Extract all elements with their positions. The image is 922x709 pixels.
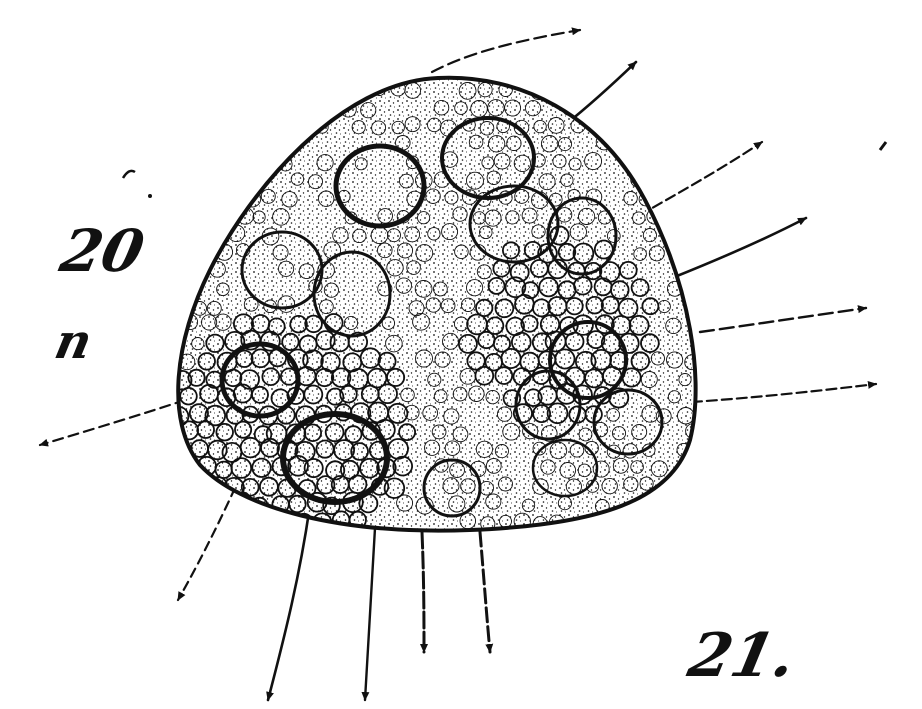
reference-label-21: 21.	[684, 626, 801, 686]
reticulum-cell	[639, 155, 655, 171]
reticulum-cell	[684, 463, 699, 478]
arrow-top-1	[432, 30, 580, 72]
reticulum-cell	[317, 84, 330, 97]
reticulum-cell	[182, 101, 198, 117]
reticulum-cell	[174, 512, 189, 527]
cell-body	[170, 78, 703, 533]
reticulum-cell	[216, 496, 235, 515]
reticulum-cell	[246, 82, 259, 95]
reticulum-cell	[621, 117, 637, 133]
reticulum-cell	[174, 261, 189, 276]
reticulum-cell	[199, 208, 213, 222]
reticulum-cell	[234, 135, 251, 152]
reticulum-cell	[217, 209, 230, 222]
reticulum-cell	[172, 193, 186, 207]
reticulum-cell	[211, 84, 224, 97]
reticulum-cell	[683, 496, 698, 511]
reticulum-cell	[661, 157, 673, 169]
reticulum-cell	[182, 173, 195, 186]
reticulum-cell	[246, 153, 260, 167]
reticulum-cell	[199, 138, 211, 150]
reticulum-cell	[174, 478, 190, 494]
reticulum-cell	[180, 462, 197, 479]
reticulum-cell	[228, 514, 245, 531]
arrow-right-4	[692, 384, 876, 402]
reticulum-cell	[261, 117, 275, 131]
reticulum-cell	[676, 120, 689, 133]
reticulum-cell	[229, 156, 243, 170]
reticulum-cell	[667, 104, 679, 116]
reticulum-cell	[174, 118, 189, 133]
reticulum-cell	[225, 118, 238, 131]
reticulum-cell	[674, 514, 690, 530]
reticulum-cell	[623, 84, 635, 96]
arrow-right-3	[700, 308, 866, 332]
reticulum-cell	[686, 134, 702, 150]
reticulum-cell	[307, 99, 319, 111]
arrow-bottom-2	[365, 528, 375, 700]
arrow-bottom-1	[268, 505, 310, 700]
reticulum-cell	[208, 118, 223, 133]
reticulum-cell	[658, 80, 674, 96]
reticulum-cell	[649, 497, 662, 510]
reticulum-cell	[237, 103, 250, 116]
arrow-left-2	[178, 488, 235, 600]
reticulum-cell	[660, 514, 674, 528]
reticulum-cell	[334, 86, 347, 99]
reticulum-cell	[299, 119, 311, 131]
reticulum-cell	[642, 515, 656, 529]
reticulum-cell	[273, 139, 289, 155]
reticulum-cell	[326, 99, 340, 113]
reticulum-cell	[687, 244, 702, 259]
reticulum-cell	[200, 494, 218, 512]
reticulum-cell	[191, 84, 203, 96]
arrow-bottom-4	[480, 532, 490, 652]
reticulum-cell	[280, 86, 293, 99]
arrow-bottom-3	[422, 532, 424, 652]
reticulum-cell	[630, 137, 644, 151]
reticulum-cell	[634, 500, 648, 514]
arrow-right-2	[672, 218, 806, 278]
reticulum-cell	[650, 175, 663, 188]
reticulum-cell	[677, 480, 689, 492]
reticulum-cell	[172, 299, 186, 313]
reticulum-cell	[244, 515, 262, 533]
reticulum-cell	[686, 100, 699, 113]
reference-label-20: 20	[56, 222, 149, 280]
reticulum-cell	[553, 84, 568, 99]
reticulum-cell	[643, 82, 658, 97]
arrow-right-1	[640, 142, 762, 215]
reticulum-cell	[211, 225, 224, 238]
reticulum-cell	[229, 190, 242, 203]
reticulum-cell	[183, 497, 198, 512]
reticulum-cell	[193, 514, 206, 527]
reticulum-cell	[209, 155, 222, 168]
reticulum-cell	[659, 118, 673, 132]
reticulum-cell	[183, 139, 195, 151]
reticulum-cell	[665, 138, 681, 154]
reticulum-cell	[647, 137, 662, 152]
reticulum-cell	[624, 515, 638, 529]
reticulum-cell	[613, 100, 628, 115]
reticulum-cell	[201, 243, 217, 259]
reticulum-cell	[586, 81, 601, 96]
reticulum-cell	[189, 156, 205, 172]
reticulum-cell	[187, 477, 204, 494]
arrow-left-1	[40, 400, 185, 445]
reticulum-cell	[272, 99, 285, 112]
arrow-top-2	[565, 62, 636, 125]
reticulum-cell	[263, 514, 279, 530]
